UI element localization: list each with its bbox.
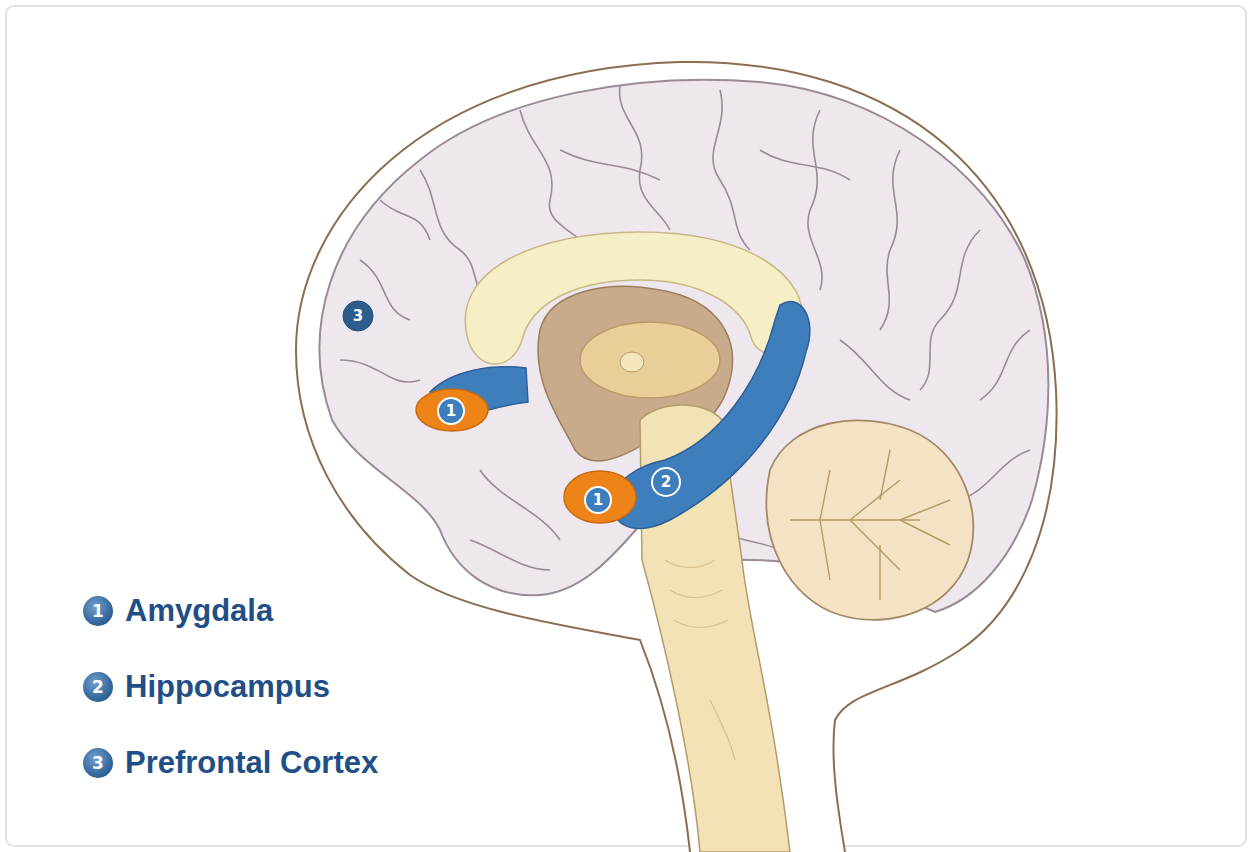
thalamus-detail bbox=[620, 352, 644, 372]
legend-number: 2 bbox=[92, 679, 104, 696]
callout-circle bbox=[438, 398, 464, 424]
legend-number: 1 bbox=[92, 603, 104, 620]
amygdala bbox=[416, 389, 488, 431]
callout-circle bbox=[652, 468, 680, 496]
thalamus bbox=[580, 322, 720, 398]
head-outline bbox=[296, 62, 1057, 852]
amygdala bbox=[564, 471, 636, 523]
legend-circle bbox=[83, 596, 113, 626]
legend-text: Amygdala bbox=[125, 594, 273, 628]
legend-number: 3 bbox=[92, 755, 104, 772]
callout-number: 1 bbox=[593, 493, 603, 508]
brainstem-lines bbox=[665, 560, 735, 760]
cerebellum-tree bbox=[790, 450, 950, 600]
cerebellum bbox=[766, 420, 973, 620]
legend-circle bbox=[83, 748, 113, 778]
callout-number: 3 bbox=[353, 309, 363, 324]
callout-number: 2 bbox=[661, 475, 671, 490]
callout-circle bbox=[343, 301, 373, 331]
legend-text: Hippocampus bbox=[125, 670, 330, 704]
legend-circle bbox=[83, 672, 113, 702]
hippocampus bbox=[612, 302, 810, 529]
callout-number: 1 bbox=[446, 404, 456, 419]
frame bbox=[6, 6, 1246, 846]
corpus-callosum bbox=[465, 232, 803, 364]
legend-text: Prefrontal Cortex bbox=[125, 746, 378, 780]
callout-circle bbox=[585, 487, 611, 513]
